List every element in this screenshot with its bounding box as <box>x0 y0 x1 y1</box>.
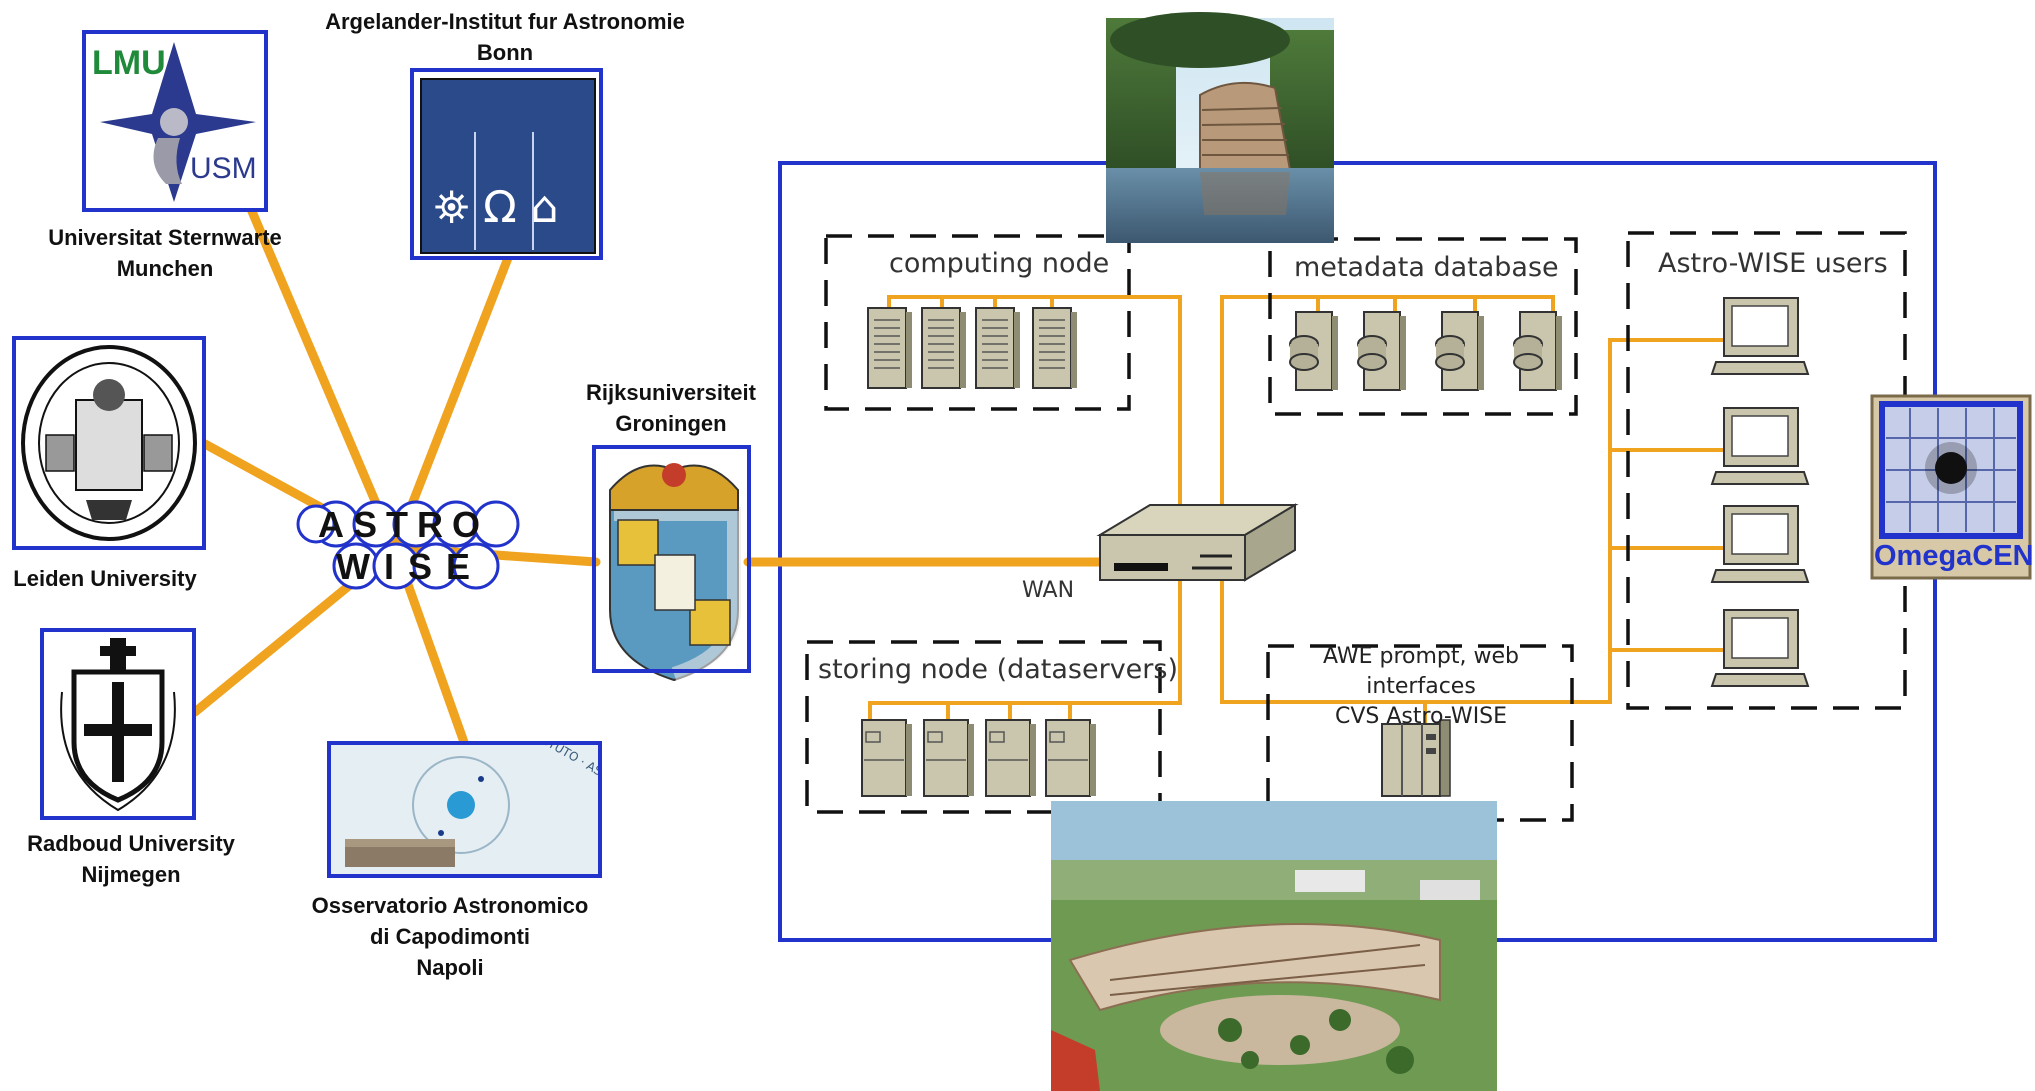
label-bonn: Argelander-Institut fur Astronomie Bonn <box>325 9 685 65</box>
campus-photo-bottom <box>1051 801 1497 1091</box>
leiden-seal-box <box>12 336 206 550</box>
label-napoli: Osservatorio Astronomico di Capodimonti … <box>311 893 589 980</box>
label-radboud: Radboud University Nijmegen <box>27 831 235 887</box>
radboud-shield-icon <box>60 638 176 812</box>
astro-wise-hub <box>296 500 520 590</box>
label-lmu: Universitat Sternwarte Munchen <box>48 225 282 281</box>
label-leiden: Leiden University <box>13 566 197 591</box>
omegacen-wordmark: OmegaCEN <box>1874 540 2034 572</box>
label-wan: WAN <box>1022 578 1075 603</box>
title-computing-node: computing node <box>889 248 1110 279</box>
title-metadata-database: metadata database <box>1294 252 1559 283</box>
storage-servers <box>861 719 1096 797</box>
awe-server <box>1381 719 1451 797</box>
lmu-wordmark: LMU <box>92 44 166 82</box>
metadata-database-box <box>1268 237 1578 416</box>
radboud-logo-box <box>40 628 196 820</box>
napoli-logo-box: INAF ISTITUTO · ASTROFISICA <box>327 741 602 878</box>
lmu-usm-logo-box: LMU USM <box>82 30 268 212</box>
wan-switch <box>1096 503 1299 582</box>
groningen-logo-box <box>592 445 751 673</box>
building-photo-top <box>1106 12 1334 243</box>
lmu-star-icon <box>100 42 256 202</box>
title-awe-prompt: AWE prompt, web interfaces CVS Astro-WIS… <box>1323 644 1519 729</box>
title-astro-wise-users: Astro-WISE users <box>1658 248 1888 279</box>
usm-wordmark: USM <box>190 152 257 185</box>
inaf-logo-icon <box>345 756 510 867</box>
metadata-servers <box>1289 311 1562 391</box>
leiden-seal-icon <box>21 345 197 541</box>
title-storing-node: storing node (dataservers) <box>818 654 1178 685</box>
omegacen-logo <box>1870 394 2032 580</box>
storing-node-box <box>805 640 1162 814</box>
groningen-crest <box>609 463 741 682</box>
computing-servers <box>867 307 1077 389</box>
astro-wise-line2: WISE <box>336 546 485 587</box>
computing-node-box <box>824 234 1131 411</box>
user-computers <box>1710 297 1810 687</box>
astro-wise-line1: ASTRO <box>318 504 489 545</box>
bonn-logo-box: ⛯ Ω ⌂ <box>410 68 603 260</box>
label-groningen: Rijksuniversiteit Groningen <box>586 380 756 436</box>
bonn-symbols: ⛯ Ω ⌂ <box>434 182 559 233</box>
